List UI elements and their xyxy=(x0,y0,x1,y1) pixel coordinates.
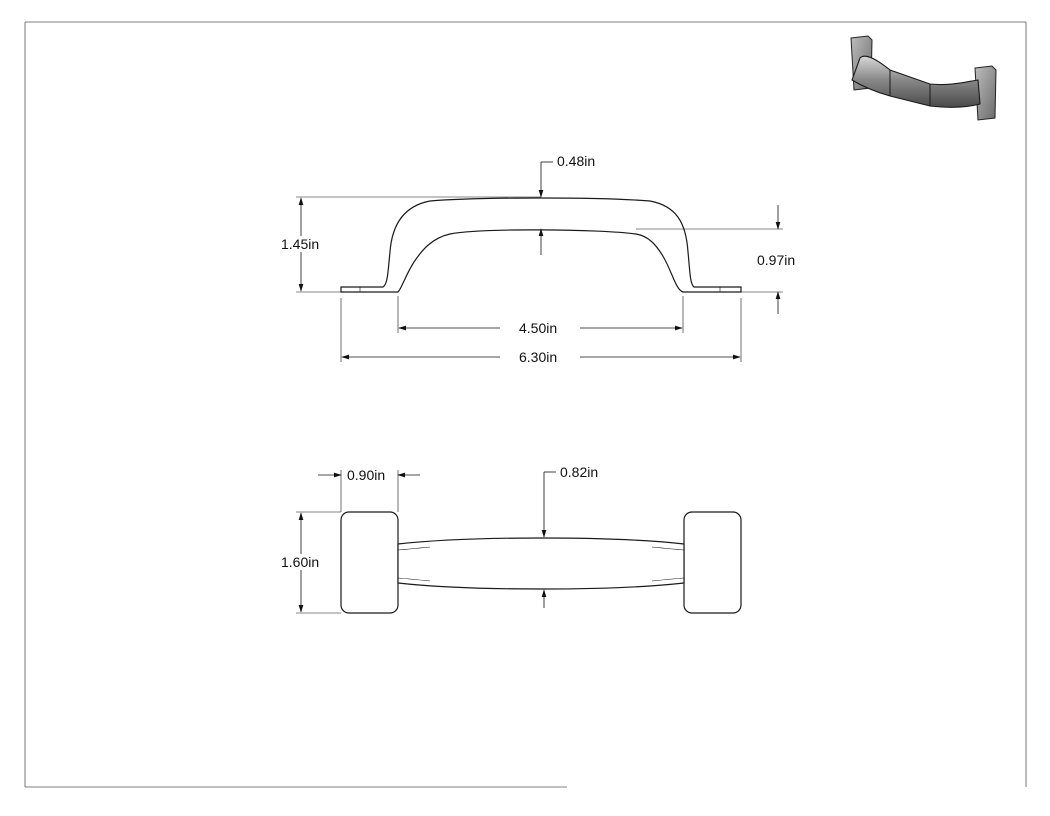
left-end-plate xyxy=(340,511,399,614)
dim-end-height: 1.60in xyxy=(281,554,319,570)
dim-overall-length: 6.30in xyxy=(519,349,557,365)
top-view: 0.90in 0.82in 1.60in xyxy=(280,464,742,614)
dim-end-width: 0.90in xyxy=(347,467,385,483)
dim-overall-height: 1.45in xyxy=(281,236,319,252)
handle-isometric-icon xyxy=(850,35,997,121)
right-end-plate xyxy=(683,511,742,614)
handle-front-profile xyxy=(340,197,742,293)
dim-grip-width: 0.82in xyxy=(560,464,598,480)
sheet-border xyxy=(24,21,1027,788)
grip-body xyxy=(397,537,685,590)
dim-top-thickness: 0.48in xyxy=(557,153,595,169)
dim-hole-spacing: 4.50in xyxy=(519,320,557,336)
front-view: 0.48in 1.45in 0.97in 4.50in 6.30in xyxy=(280,153,795,365)
dim-inner-height: 0.97in xyxy=(757,252,795,268)
